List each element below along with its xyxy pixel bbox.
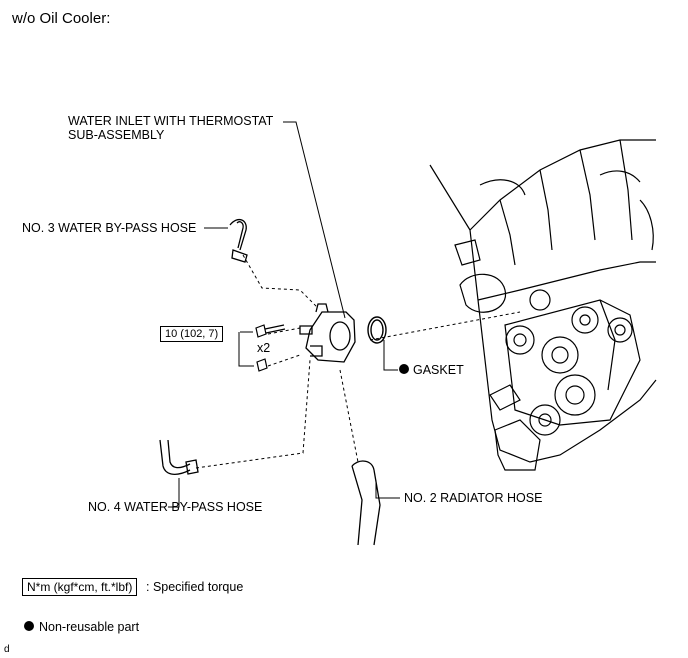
- engine-illustration: [429, 139, 657, 471]
- non-reusable-dot-icon: [399, 364, 409, 374]
- section-title: w/o Oil Cooler:: [12, 10, 111, 27]
- water-inlet-label-line1: WATER INLET WITH THERMOSTAT: [68, 114, 274, 128]
- legend-non-reusable-dot-icon: [24, 621, 34, 631]
- no4-water-bypass-hose: [159, 439, 199, 476]
- gasket: [367, 316, 387, 344]
- water-inlet-label-line2: SUB-ASSEMBLY: [68, 128, 165, 142]
- no2-radiator-hose-label: NO. 2 RADIATOR HOSE: [404, 491, 543, 505]
- water-inlet-thermostat: [299, 303, 356, 363]
- bolt-quantity-label: x2: [257, 341, 271, 355]
- gasket-label: GASKET: [413, 363, 464, 377]
- no2-radiator-hose: [351, 460, 381, 546]
- legend-non-reusable-text: Non-reusable part: [39, 620, 140, 634]
- no4-hose-label: NO. 4 WATER BY-PASS HOSE: [88, 500, 263, 514]
- torque-value-box: 10 (102, 7): [160, 326, 224, 342]
- alignment-lines: [195, 254, 521, 469]
- no3-hose-label: NO. 3 WATER BY-PASS HOSE: [22, 221, 197, 235]
- leader-lines: [168, 121, 400, 508]
- no3-water-bypass-hose: [229, 218, 248, 263]
- legend-torque-box: N*m (kgf*cm, ft.*lbf): [22, 578, 138, 596]
- bolts: [255, 324, 286, 372]
- legend-torque-text: : Specified torque: [146, 580, 244, 594]
- corner-code: d: [4, 644, 10, 655]
